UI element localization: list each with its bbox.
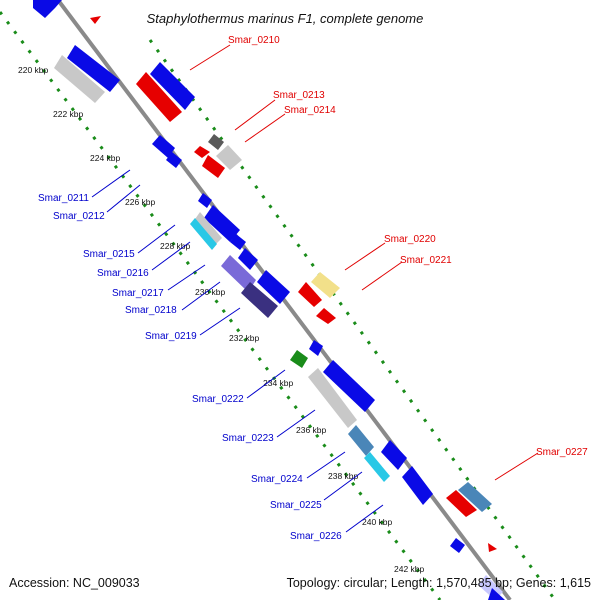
tick-label: 232 kbp (229, 333, 260, 343)
gene-label: Smar_0211 (38, 193, 89, 204)
inner-dotted-guide (0, 11, 442, 600)
leader-line (345, 504, 384, 533)
gene-label: Smar_0214 (284, 105, 336, 116)
gene-arrow (323, 360, 375, 412)
gene-arrow (152, 135, 175, 158)
summary-text: Topology: circular; Length: 1,570,485 bp… (287, 576, 591, 590)
gene-arrow (446, 490, 477, 517)
leader-line (181, 281, 221, 311)
leader-line (494, 452, 539, 481)
gene-arrow (202, 155, 225, 178)
gene-arrow (150, 62, 195, 110)
kbp-tick-labels: 220 kbp 222 kbp 224 kbp 226 kbp 228 kbp … (18, 65, 425, 574)
gene-arrow (204, 205, 240, 242)
forward-strand-genes (90, 16, 497, 552)
leader-line (106, 184, 141, 213)
gene-arrow (166, 152, 182, 168)
gene-arrow (458, 482, 492, 512)
forward-labels: Smar_0210 Smar_0213 Smar_0214 Smar_0220 … (189, 35, 588, 481)
tick-label: 226 kbp (125, 197, 156, 207)
gene-arrow (311, 272, 340, 298)
gene-label: Smar_0219 (145, 331, 197, 342)
gene-arrow (221, 255, 256, 292)
reverse-strand-genes (33, 0, 505, 600)
leader-line (323, 471, 363, 501)
gene-label: Smar_0223 (222, 433, 274, 444)
gene-label: Smar_0225 (270, 500, 322, 511)
leader-line (361, 261, 403, 291)
gene-label: Smar_0220 (384, 234, 436, 245)
gene-arrow (241, 282, 278, 318)
gene-label: Smar_0218 (125, 305, 177, 316)
leader-line (306, 451, 346, 479)
leader-line (244, 113, 286, 143)
gene-label: Smar_0227 (536, 447, 588, 458)
leader-line (276, 409, 316, 438)
gene-arrow (316, 308, 336, 324)
gene-arrow (230, 234, 246, 250)
gene-arrow (216, 145, 242, 170)
map-title: Staphylothermus marinus F1, complete gen… (147, 11, 424, 26)
gene-label: Smar_0213 (273, 90, 325, 101)
gene-arrow (193, 212, 222, 246)
gene-arrow (54, 55, 105, 103)
gene-label: Smar_0224 (251, 474, 303, 485)
gene-arrow (198, 193, 212, 208)
gene-arrow (381, 440, 407, 470)
reverse-labels: Smar_0211 Smar_0212 Smar_0215 Smar_0216 … (38, 169, 384, 542)
tick-label: 220 kbp (18, 65, 49, 75)
gene-arrow (290, 350, 308, 368)
leader-line (189, 44, 231, 71)
gene-arrow (364, 452, 390, 482)
tick-label: 234 kbp (263, 378, 294, 388)
leader-line (199, 307, 241, 336)
gene-label: Smar_0215 (83, 249, 135, 260)
gene-arrow (190, 218, 217, 250)
gene-arrow (298, 282, 322, 307)
gene-arrow (238, 248, 258, 270)
gene-arrow (257, 270, 290, 304)
outer-dotted-guide (148, 39, 557, 600)
tick-label: 224 kbp (90, 153, 121, 163)
tick-label: 228 kbp (160, 241, 191, 251)
scale-guides (0, 11, 557, 600)
gene-arrow (208, 134, 224, 150)
gene-arrow (136, 72, 182, 122)
gene-label: Smar_0217 (112, 288, 164, 299)
leader-line (137, 224, 176, 254)
gene-label: Smar_0210 (228, 35, 280, 46)
gene-arrow (450, 538, 465, 553)
tick-label: 230 kbp (195, 287, 226, 297)
gene-label: Smar_0226 (290, 531, 342, 542)
tick-label: 222 kbp (53, 109, 84, 119)
leader-line (246, 369, 286, 399)
tick-label: 242 kbp (394, 564, 425, 574)
gene-arrow (33, 0, 62, 18)
gene-arrow (488, 588, 505, 600)
tick-label: 240 kbp (362, 517, 393, 527)
gene-label: Smar_0212 (53, 211, 105, 222)
gene-label: Smar_0216 (97, 268, 149, 279)
gene-arrow (67, 45, 120, 92)
gene-arrow (488, 543, 497, 552)
gene-label: Smar_0222 (192, 394, 244, 405)
accession-text: Accession: NC_009033 (9, 576, 140, 590)
gene-label: Smar_0221 (400, 255, 452, 266)
gene-arrow (90, 16, 101, 24)
leader-line (91, 169, 131, 198)
gene-arrow (402, 466, 433, 505)
genome-backbone (56, 0, 512, 600)
gene-arrow (308, 368, 357, 428)
leader-line (234, 99, 276, 131)
leader-line (344, 242, 386, 271)
leader-line (151, 241, 191, 271)
gene-arrow (309, 340, 323, 356)
tick-label: 236 kbp (296, 425, 327, 435)
tick-label: 238 kbp (328, 471, 359, 481)
gene-arrow (348, 425, 374, 456)
leader-line (167, 264, 206, 291)
gene-arrow (194, 146, 210, 158)
